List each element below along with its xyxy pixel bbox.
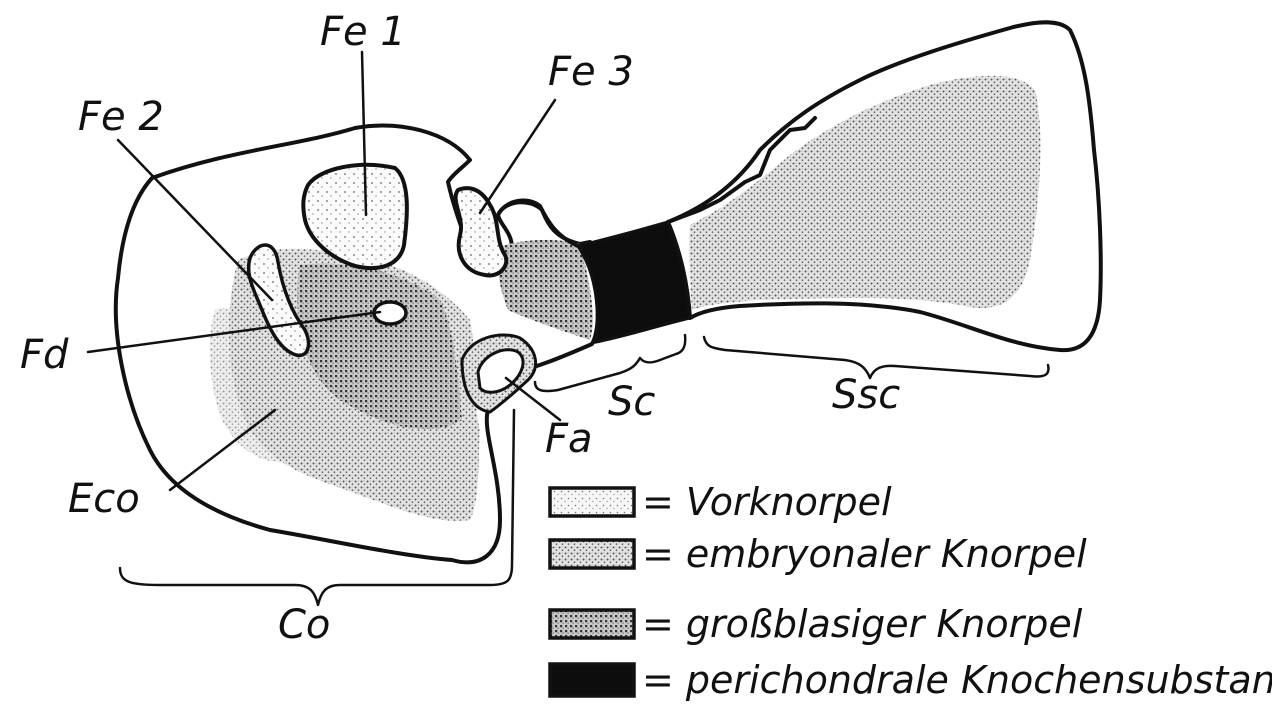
scapula-embryonal-zone — [689, 76, 1040, 310]
legend-label-embryonal: = embryonaler Knorpel — [642, 532, 1087, 576]
label-fe1: Fe 1 — [320, 9, 406, 55]
legend-label-perichondral: = perichondrale Knochensubstanz — [642, 658, 1272, 702]
label-fd: Fd — [20, 332, 69, 378]
legend-label-grossblasig: = großblasiger Knorpel — [642, 602, 1083, 646]
fe3-notch — [456, 188, 507, 275]
label-co: Co — [278, 602, 330, 648]
label-fe3: Fe 3 — [548, 49, 634, 95]
legend-swatch-perichondral — [550, 664, 634, 696]
label-fe2: Fe 2 — [78, 94, 164, 140]
legend: = Vorknorpel = embryonaler Knorpel = gro… — [550, 480, 1272, 702]
grossblasig-zone — [497, 240, 592, 340]
legend-swatch-embryonal — [550, 540, 634, 568]
leader-fe3 — [480, 100, 555, 213]
legend-swatch-grossblasig — [550, 610, 634, 638]
label-fa: Fa — [545, 416, 593, 462]
legend-swatch-vorknorpel — [550, 488, 634, 516]
legend-label-vorknorpel: = Vorknorpel — [642, 480, 892, 524]
label-sc: Sc — [608, 379, 655, 425]
label-ssc: Ssc — [832, 372, 900, 418]
label-eco: Eco — [68, 476, 140, 522]
